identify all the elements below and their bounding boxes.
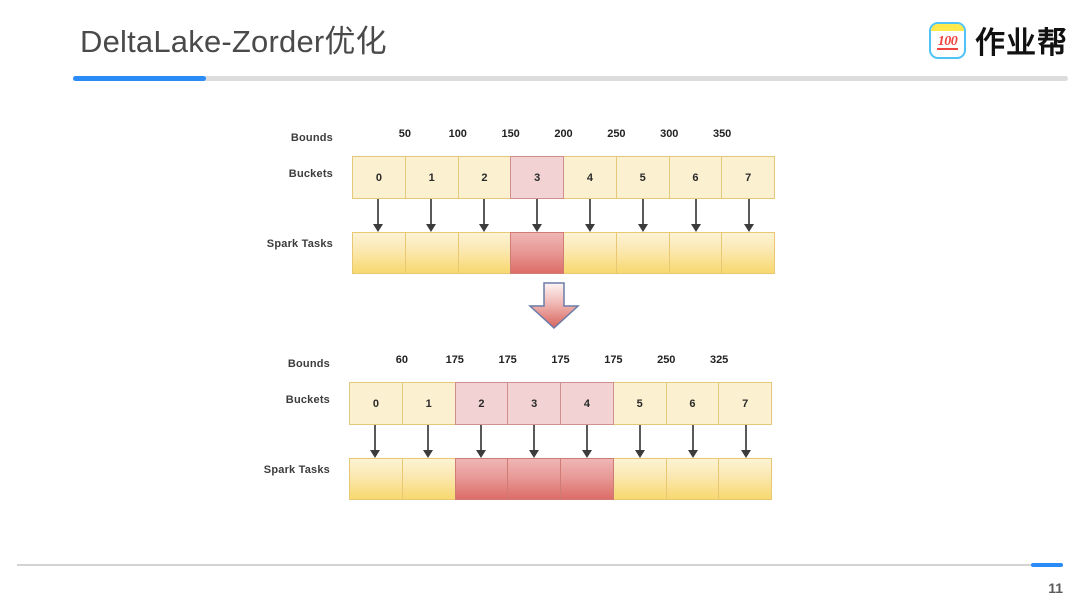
bucket-cell: 3 [507, 382, 561, 425]
spark-task-cell [401, 458, 456, 500]
flow-arrow-icon [588, 199, 591, 224]
bounds-row: 60 175 175 175 175 250 325 [349, 354, 772, 374]
bucket-cell: 1 [401, 382, 456, 425]
brand-logo: 100 作业帮 [929, 18, 1068, 62]
bucket-cell: 5 [615, 156, 670, 199]
footer-rule [17, 564, 1063, 566]
bucket-cell: 5 [612, 382, 667, 425]
bucket-cell: 1 [404, 156, 459, 199]
spark-task-cell [352, 232, 406, 274]
bucket-cell: 4 [563, 156, 617, 199]
flow-arrow-icon [747, 199, 750, 224]
bucket-to-task-arrows [349, 425, 772, 458]
spark-task-cell [507, 458, 561, 500]
bound-label: 350 [712, 128, 732, 140]
flow-arrow-icon [536, 199, 539, 224]
bound-label: 300 [660, 128, 679, 140]
brand-name: 作业帮 [975, 26, 1068, 61]
footer-rule-accent [1031, 563, 1063, 567]
flow-arrow-icon [377, 199, 380, 224]
row-label-buckets: Buckets [288, 168, 333, 180]
spark-task-cell [668, 232, 723, 274]
bound-label: 325 [709, 354, 729, 366]
flow-arrow-icon [694, 199, 697, 224]
bucket-to-task-arrows [352, 199, 775, 232]
bound-label: 100 [448, 128, 467, 140]
flow-arrow-icon [533, 425, 536, 450]
bucket-cell: 0 [349, 382, 403, 425]
spark-task-cell [718, 458, 772, 500]
row-label-buckets: Buckets [285, 394, 330, 406]
bound-label: 60 [395, 354, 408, 366]
bound-label: 200 [554, 128, 573, 140]
bound-label: 150 [501, 128, 520, 140]
spark-task-cell [560, 458, 614, 500]
bucket-cell: 7 [718, 382, 772, 425]
spark-task-cell [404, 232, 459, 274]
flow-arrow-icon [638, 425, 641, 450]
bound-label: 175 [604, 354, 623, 366]
spark-task-cell [457, 232, 512, 274]
page-title: DeltaLake-Zorder优化 [80, 24, 387, 59]
row-label-bounds: Bounds [287, 358, 330, 370]
page-number: 11 [1048, 580, 1063, 596]
title-rule [73, 76, 1068, 81]
bound-label: 50 [398, 128, 411, 140]
spark-task-cell [563, 232, 617, 274]
bound-label: 175 [498, 354, 517, 366]
bound-label: 175 [445, 354, 464, 366]
bucket-cell: 3 [510, 156, 564, 199]
spark-task-cell [721, 232, 775, 274]
row-label-spark-tasks: Spark Tasks [266, 238, 333, 250]
flow-arrow-icon [585, 425, 588, 450]
bucket-cell: 6 [665, 382, 720, 425]
spark-tasks-row [352, 232, 775, 274]
flow-arrow-icon [430, 199, 433, 224]
spark-task-cell [454, 458, 509, 500]
bucket-cell: 7 [721, 156, 775, 199]
hundred-score-icon: 100 [929, 21, 966, 59]
bound-label: 250 [657, 354, 676, 366]
transition-arrow-icon [524, 281, 584, 331]
bounds-row: 50 100 150 200 250 300 350 [352, 128, 775, 148]
flow-arrow-icon [374, 425, 377, 450]
bucket-cell: 2 [457, 156, 512, 199]
spark-tasks-row [349, 458, 772, 500]
bucket-cell: 0 [352, 156, 406, 199]
bucket-cell: 6 [668, 156, 723, 199]
row-label-spark-tasks: Spark Tasks [263, 464, 330, 476]
row-label-bounds: Bounds [290, 132, 333, 144]
spark-task-cell [615, 232, 670, 274]
flow-arrow-icon [427, 425, 430, 450]
flow-arrow-icon [744, 425, 747, 450]
title-rule-accent [73, 76, 206, 81]
bound-label: 250 [607, 128, 626, 140]
flow-arrow-icon [641, 199, 644, 224]
logo-badge-text: 100 [937, 34, 958, 49]
bucket-cell: 2 [454, 382, 509, 425]
spark-task-cell [510, 232, 564, 274]
bound-label: 175 [551, 354, 570, 366]
spark-task-cell [349, 458, 403, 500]
flow-arrow-icon [480, 425, 483, 450]
flow-arrow-icon [691, 425, 694, 450]
spark-task-cell [665, 458, 720, 500]
spark-task-cell [612, 458, 667, 500]
bucket-cell: 4 [560, 382, 614, 425]
flow-arrow-icon [483, 199, 486, 224]
